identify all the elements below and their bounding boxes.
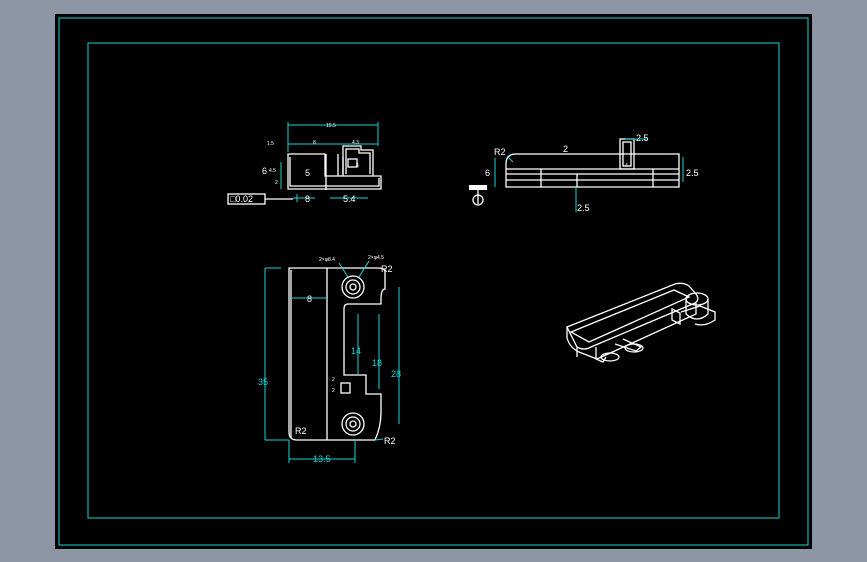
iso-top-face [566, 282, 699, 350]
dim-d6: 5 [305, 168, 310, 178]
top-radius-top: R2 [381, 264, 393, 274]
dim-overall-width: 15.5 [326, 123, 336, 129]
top-height: 35 [258, 377, 268, 387]
side-boss-width: 2.5 [636, 133, 649, 143]
drawing-sheet: 15.5 1.5 8 4.3 6 4.5 5 4 2 8 5.4 □0.02 R… [55, 14, 812, 549]
top-outline [288, 267, 386, 441]
front-boss-hole [347, 158, 358, 168]
side-boss-small: 4 [625, 163, 628, 169]
outer-frame [58, 17, 809, 546]
front-view: 15.5 1.5 8 4.3 6 4.5 5 4 2 8 5.4 □0.02 [227, 122, 382, 205]
dim-d5: 4.5 [269, 168, 276, 174]
top-radius-bottom-left: R2 [295, 426, 307, 436]
front-base [287, 153, 382, 190]
top-hole-upper-inner [349, 283, 357, 291]
side-height: 6 [485, 168, 490, 178]
top-hole-note-right: 2×φ4.5 [368, 255, 384, 261]
top-hole-lower-mid [345, 416, 361, 432]
dim-d7: 8 [305, 194, 310, 204]
top-view: 35 13.5 8 28 18 14 R2 R2 R2 2×φ8.4 2×φ4.… [258, 255, 401, 464]
iso-top-inner [569, 289, 691, 343]
isometric-view [566, 282, 716, 363]
front-base-inner [289, 157, 380, 187]
top-hole-lower-outer [341, 412, 365, 436]
top-hole-upper-mid [345, 279, 361, 295]
dim-d4: 6 [262, 166, 267, 176]
cad-drawing: 15.5 1.5 8 4.3 6 4.5 5 4 2 8 5.4 □0.02 R… [58, 17, 809, 546]
top-radius-bottom-right: R2 [384, 436, 396, 446]
iso-boss-base [680, 305, 716, 326]
dim-d8: 5.4 [343, 194, 356, 204]
front-boss-inner [345, 148, 371, 174]
dim-d10: 2 [275, 180, 278, 186]
top-width: 13.5 [313, 454, 331, 464]
top-slot-length: 18 [372, 358, 382, 368]
side-top-thickness: 2 [563, 144, 568, 154]
inner-frame [87, 42, 780, 519]
front-boss [342, 145, 374, 176]
datum-symbol [469, 185, 487, 190]
side-outline [505, 153, 680, 188]
front-step [337, 154, 344, 176]
iso-front-face [566, 303, 697, 360]
side-radius: R2 [494, 147, 506, 157]
dim-d1: 1.5 [267, 141, 274, 147]
top-small-b: 2 [332, 388, 335, 394]
iso-boss-body [685, 299, 709, 320]
top-hole-note-left: 2×φ8.4 [319, 257, 335, 263]
side-right-height: 2.5 [686, 168, 699, 178]
side-view: R2 2 2.5 4 6 2.5 2.5 [469, 133, 699, 213]
top-small-a: 2 [332, 377, 335, 383]
top-hole-lower-inner [349, 420, 357, 428]
top-hole-upper-outer [341, 275, 365, 299]
dim-d2: 8 [313, 140, 316, 146]
iso-boss-side [671, 307, 681, 326]
side-bottom: 2.5 [577, 203, 590, 213]
top-small-slot [340, 382, 351, 394]
iso-lower-foot-right [624, 343, 644, 353]
top-slot-offset: 8 [307, 294, 312, 304]
top-hole-pitch: 28 [391, 369, 401, 379]
dim-d3: 4.3 [352, 140, 359, 146]
iso-lower-foot-left [600, 352, 620, 362]
top-slot-inner: 14 [351, 346, 361, 356]
tolerance-frame-text: □0.02 [230, 194, 253, 204]
dim-d9: 4 [356, 163, 359, 169]
